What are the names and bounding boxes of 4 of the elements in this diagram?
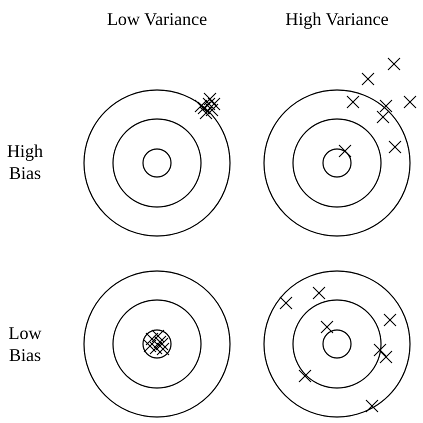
- axis-label: High Variance: [284, 8, 390, 30]
- axis-label: High Bias: [6, 140, 44, 184]
- axis-label: Low Bias: [8, 322, 42, 366]
- axis-label: Low Variance: [106, 8, 208, 30]
